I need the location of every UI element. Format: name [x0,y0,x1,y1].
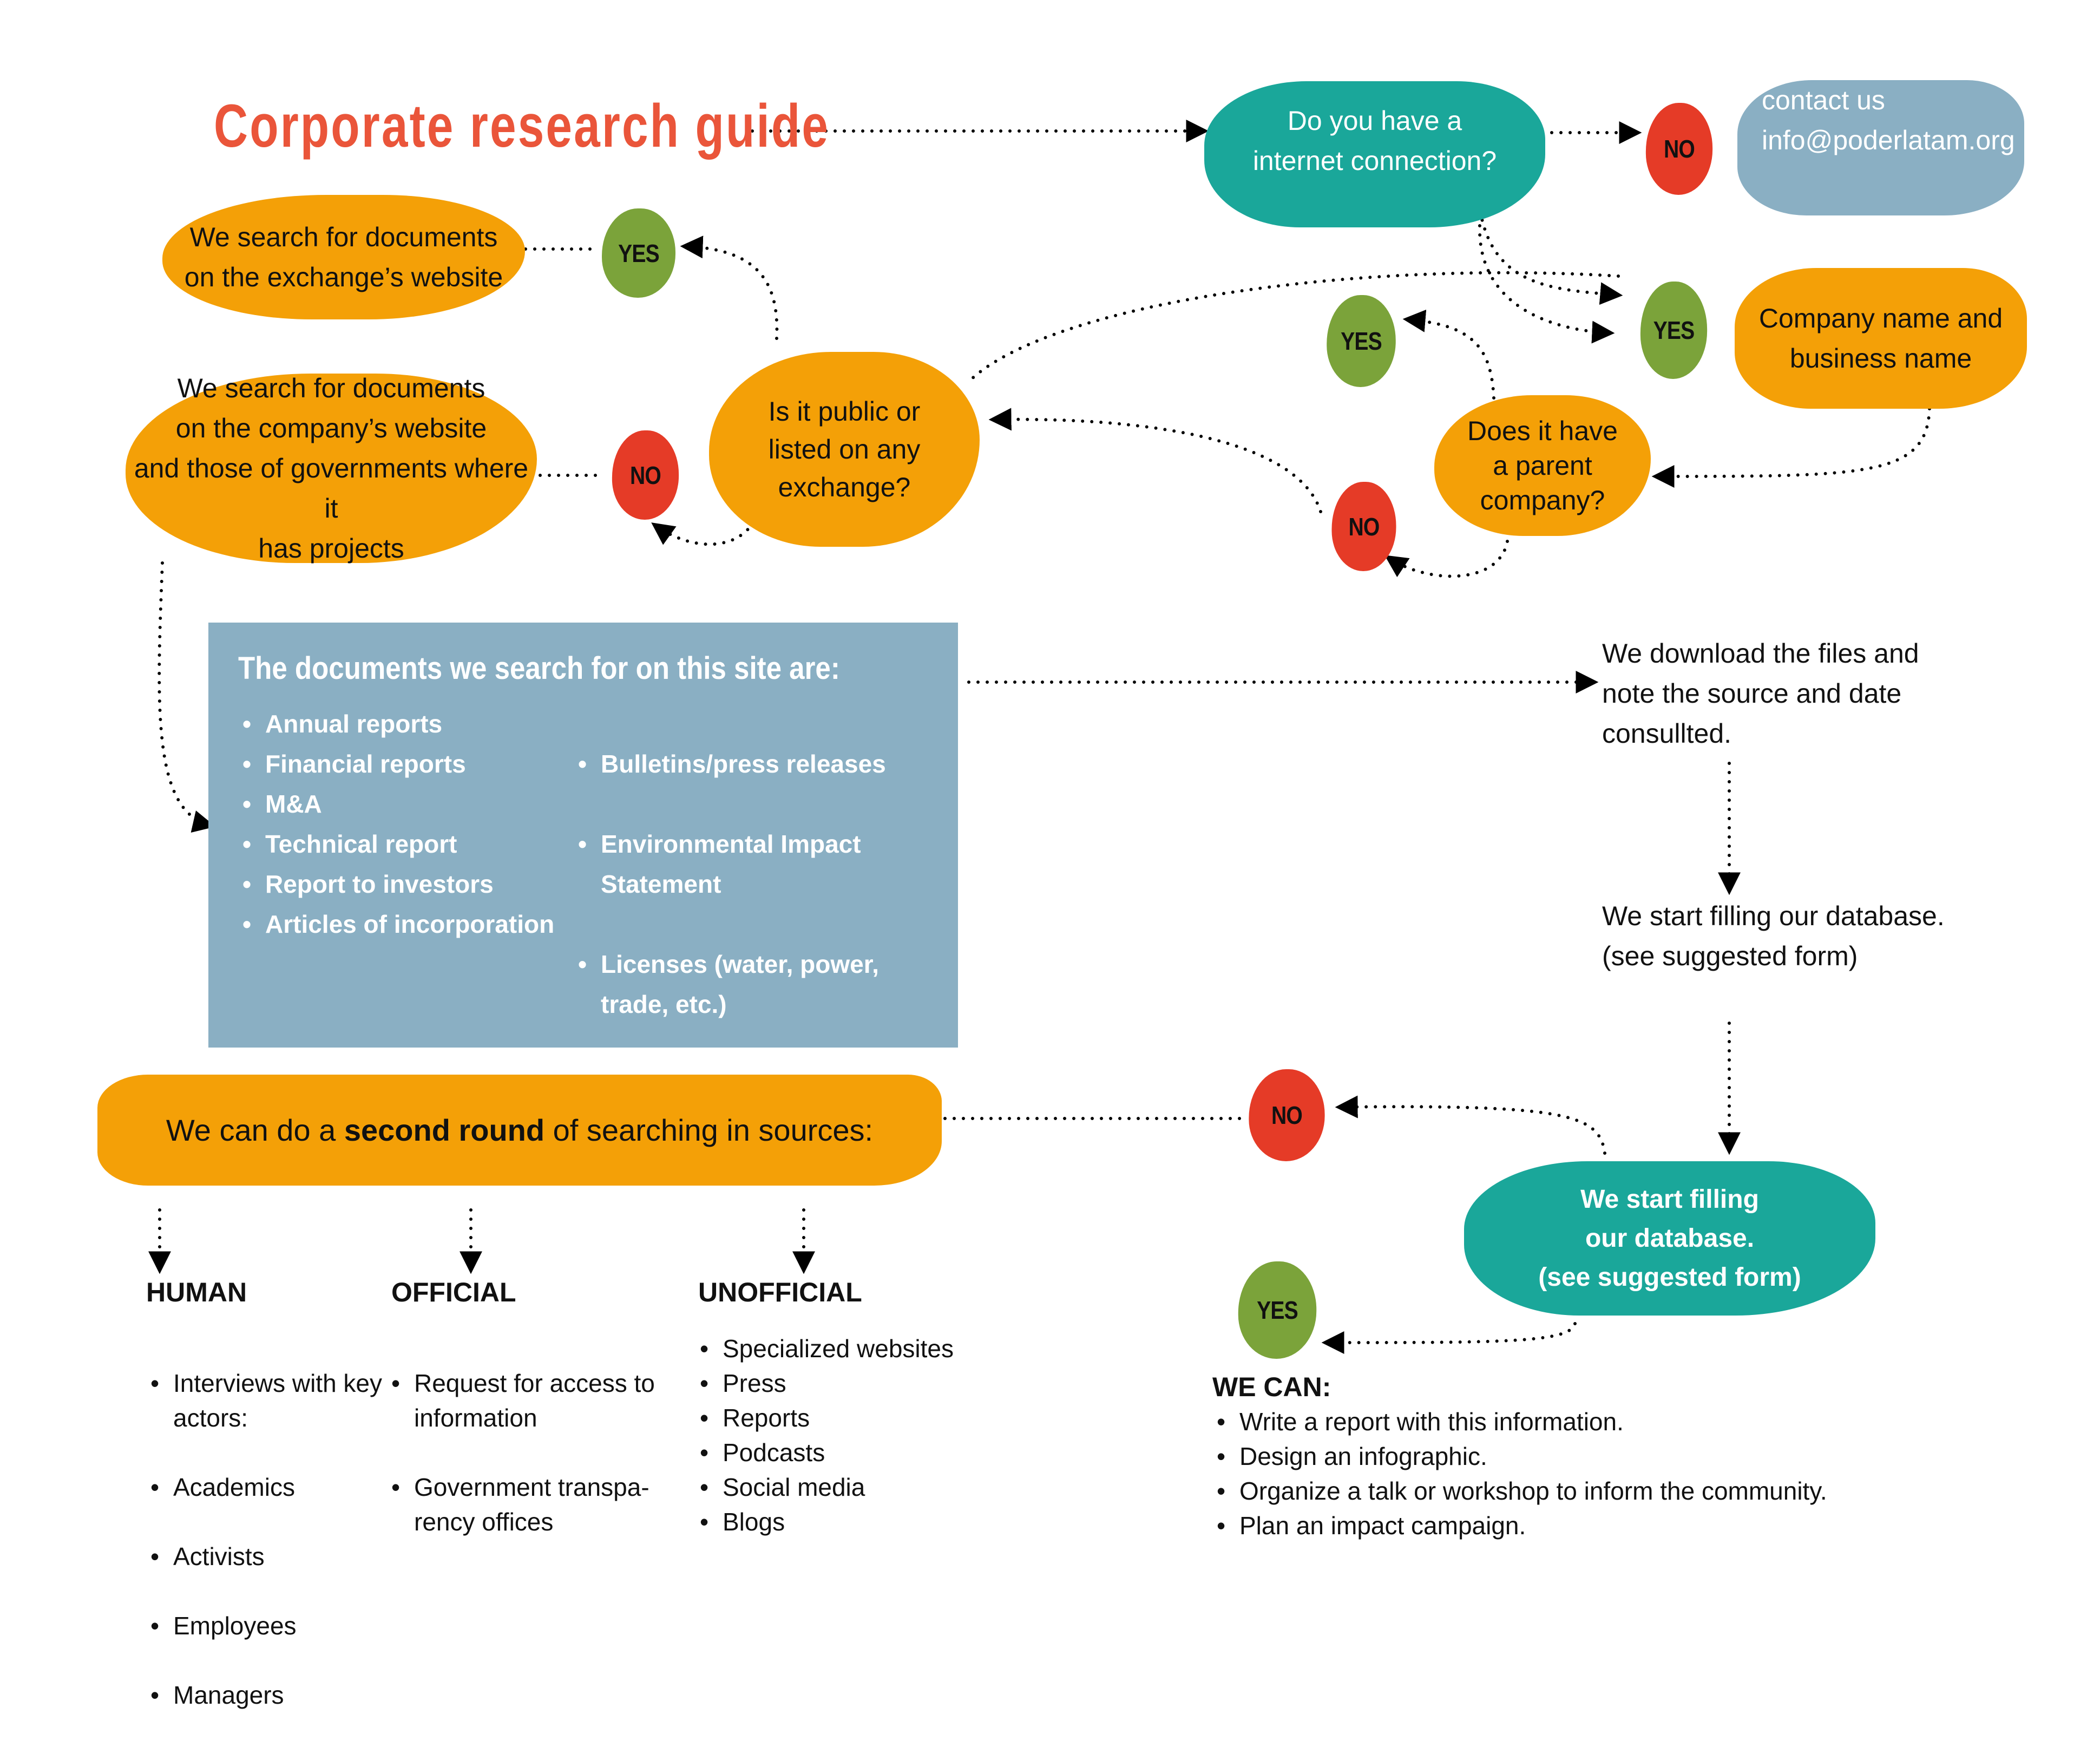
yes-bubble-parent: YES [1327,295,1396,387]
document-item: Technical report [238,824,574,864]
we-can-item: Write a report with this information. [1212,1404,1889,1439]
connector-company-docs-to-box [158,561,216,833]
contact-label: contact us [1762,85,1885,115]
document-item: Articles of incorporation [238,904,574,944]
public-listing-question: Is it public or listed on any exchange? [709,352,980,547]
source-item: Press [695,1366,999,1401]
sources-unofficial: UNOFFICIAL Specialized websites Press Re… [695,1275,999,1539]
yes-bubble-database: YES [1238,1261,1317,1359]
connector-parent-to-yes [1402,309,1495,400]
connector-company-to-parent [1651,407,1931,488]
company-website-docs: We search for documents on the company’s… [126,373,537,564]
we-can-item: Plan an impact campaign. [1212,1508,1889,1543]
source-item: Interviews with key actors: [146,1366,395,1435]
documents-box: The documents we search for on this site… [208,623,958,1219]
yes-bubble-internet: YES [1640,282,1708,379]
yes-bubble-public: YES [602,208,675,298]
connector-teal-to-no [1335,1095,1606,1155]
document-item: Bulletins/press releases [574,744,909,784]
sources-human-list: Interviews with key actors: Academics Ac… [146,1331,395,1747]
second-round-text-bold: second round [344,1113,545,1147]
second-round-text-pre: We can do a [166,1113,344,1147]
source-item: Activists [146,1539,395,1574]
connector-internet-to-yes-a [1479,210,1623,305]
we-can-heading: WE CAN: [1212,1372,1331,1402]
source-item: Podcasts [695,1435,999,1470]
database-step: We start filling our database. (see sugg… [1602,901,1945,971]
source-item: Specialized websites [695,1331,999,1366]
connector-parent-to-no [1384,540,1509,578]
document-item: Licenses (water, power, trade, etc.) [574,944,909,1024]
we-can-item: Design an infographic. [1212,1439,1889,1474]
sources-official-heading: OFFICIAL [391,1277,516,1307]
we-can-item: Organize a talk or workshop to inform th… [1212,1474,1889,1508]
download-files-step: We download the files and note the sourc… [1602,638,1919,749]
source-item: Employees [146,1608,395,1643]
source-item: Blogs [695,1504,999,1539]
connector-teal-to-yes [1321,1322,1577,1354]
document-item: Environmental Impact Statement [574,824,909,904]
exchange-website-docs: We search for documents on the exchange’… [162,195,525,319]
sources-human: HUMAN Interviews with key actors: Academ… [146,1275,395,1747]
contact-email-link[interactable]: info@poderlatam.org [1762,125,2015,155]
internet-connection-question: Do you have a internet connection? [1204,81,1545,227]
connector-yes-to-public [970,271,1620,381]
connector-no-to-public [988,408,1322,513]
document-item: Report to investors [238,864,574,904]
no-bubble-parent: NO [1331,482,1396,571]
source-item: Government transpa- rency offices [387,1470,668,1539]
source-item: Managers [146,1678,395,1712]
parent-company-question: Does it have a parent company? [1434,395,1651,536]
document-item: Financial reports [238,744,574,784]
sources-official-list: Request for access to information Govern… [387,1331,668,1574]
document-item: M&A [238,784,574,824]
we-can-section: WE CAN: Write a report with this informa… [1212,1370,1889,1543]
page-title: Corporate research guide [214,92,830,160]
company-name-box: Company name and business name [1735,268,2027,409]
sources-unofficial-heading: UNOFFICIAL [698,1277,862,1307]
documents-heading: The documents we search for on this site… [238,651,840,686]
second-round-banner: We can do a second round of searching in… [97,1075,942,1186]
source-item: Reports [695,1401,999,1435]
no-bubble-database: NO [1249,1069,1325,1161]
sources-unofficial-list: Specialized websites Press Reports Podca… [695,1331,999,1539]
document-item: Annual reports [238,704,574,744]
sources-human-heading: HUMAN [146,1277,247,1307]
documents-list-col1: Annual reports Financial reports M&A Tec… [238,704,574,1265]
connector-internet-to-yes-b [1478,215,1615,344]
database-teal-box: We start filling our database. (see sugg… [1464,1161,1875,1316]
source-item: Request for access to information [387,1366,668,1435]
source-item: Social media [695,1470,999,1504]
no-bubble-internet: NO [1645,103,1713,195]
source-item: Academics [146,1470,395,1504]
connector-public-to-yes [680,235,779,340]
second-round-text-post: of searching in sources: [544,1113,874,1147]
sources-official: OFFICIAL Request for access to informati… [387,1275,668,1574]
we-can-list: Write a report with this information. De… [1212,1404,1889,1543]
no-bubble-public: NO [612,430,679,520]
contact-box: contact us info@poderlatam.org [1737,80,2024,215]
